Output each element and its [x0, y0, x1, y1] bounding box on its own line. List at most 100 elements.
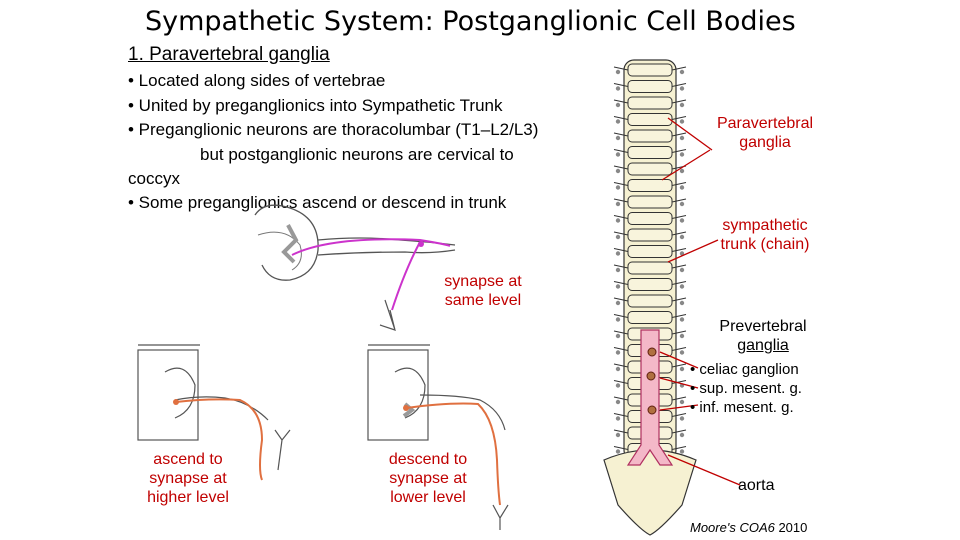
vertebra	[627, 63, 673, 77]
chain-ganglion	[679, 201, 685, 207]
chain-ganglion	[679, 267, 685, 273]
chain-ganglion	[679, 449, 685, 454]
chain-ganglion	[615, 350, 621, 355]
chain-ganglion	[679, 300, 685, 306]
chain-ganglion	[615, 152, 621, 157]
chain-ganglion	[679, 135, 685, 141]
chain-ganglion	[679, 284, 685, 289]
chain-ganglion	[615, 251, 621, 256]
cross-section-descend	[367, 344, 509, 530]
chain-ganglion	[615, 383, 621, 388]
chain-ganglion	[615, 300, 621, 306]
transverse-process	[613, 396, 687, 401]
vertebra	[627, 195, 673, 209]
transverse-process	[613, 99, 687, 104]
transverse-process	[613, 429, 687, 434]
chain-ganglion	[679, 350, 685, 355]
chain-ganglion	[679, 234, 685, 240]
chain-ganglion	[615, 416, 621, 421]
chain-ganglion	[679, 333, 685, 339]
chain-ganglion	[679, 152, 685, 157]
inf-mesent-ganglion-dot	[647, 405, 657, 415]
transverse-process	[613, 215, 687, 219]
bullet-line-5: coccyx	[128, 169, 180, 188]
chain-ganglion	[615, 86, 621, 91]
aorta-vessel	[626, 329, 674, 466]
transverse-process	[613, 330, 687, 335]
transverse-process	[613, 149, 687, 153]
chain-ganglion	[679, 102, 685, 108]
chain-ganglion	[615, 135, 621, 141]
chain-ganglion	[615, 218, 621, 223]
chain-ganglion	[615, 168, 621, 174]
vertebra	[627, 146, 673, 159]
vertebra	[627, 96, 673, 110]
chain-ganglion	[615, 201, 621, 207]
chain-ganglion	[615, 185, 621, 190]
citation: Moore's COA6 2010	[690, 520, 808, 535]
vertebra	[627, 278, 673, 291]
cross-section-ascend	[137, 344, 291, 481]
transverse-process	[613, 231, 687, 236]
transverse-process	[613, 83, 687, 87]
chain-ganglion	[679, 218, 685, 223]
prev-item-celiac: • celiac ganglion	[690, 361, 799, 378]
chain-ganglion	[615, 102, 621, 108]
bullet-line-4: but postganglionic neurons are cervical …	[200, 145, 514, 164]
transverse-process	[613, 297, 687, 302]
vertebra	[627, 212, 673, 225]
transverse-process	[613, 66, 687, 71]
pointer-lines	[659, 117, 741, 486]
chain-ganglion	[679, 317, 685, 322]
chain-ganglion	[615, 449, 621, 454]
transverse-process	[613, 347, 687, 351]
sup-mesent-ganglion-dot	[646, 371, 656, 381]
transverse-process	[613, 363, 687, 368]
prev-item-sup-mesent: • sup. mesent. g.	[690, 380, 802, 397]
chain-ganglion	[615, 234, 621, 240]
vertebra	[627, 179, 673, 192]
chain-ganglion	[679, 399, 685, 405]
prevertebral-ganglia-list: • celiac ganglion • sup. mesent. g. • in…	[690, 360, 802, 417]
chain-ganglion	[679, 432, 685, 438]
chain-ganglion	[679, 69, 685, 75]
vertebra	[627, 80, 673, 93]
vertebra	[627, 228, 673, 242]
label-aorta: aorta	[738, 477, 775, 494]
slide-title: Sympathetic System: Postganglionic Cell …	[145, 6, 796, 37]
bullet-line-3: • Preganglionic neurons are thoracolumba…	[128, 120, 539, 139]
transverse-process	[613, 198, 687, 203]
transverse-process	[613, 446, 687, 450]
celiac-ganglion-dot	[647, 347, 657, 357]
vertebra	[627, 245, 673, 258]
transverse-process	[613, 314, 687, 318]
chain-ganglion	[615, 317, 621, 322]
bullet-line-2: • United by preganglionics into Sympathe…	[128, 96, 503, 115]
chain-ganglion	[615, 284, 621, 289]
chain-ganglion	[679, 168, 685, 174]
chain-ganglion	[615, 69, 621, 75]
chain-ganglion	[679, 251, 685, 256]
chain-ganglion	[615, 399, 621, 405]
transverse-process	[613, 413, 687, 417]
vertebra	[627, 311, 673, 324]
bullet-line-1: • Located along sides of vertebrae	[128, 71, 386, 90]
chain-ganglion	[679, 416, 685, 421]
chain-ganglion	[615, 432, 621, 438]
transverse-process	[613, 182, 687, 186]
chain-ganglion	[615, 366, 621, 372]
vertebral-column	[603, 59, 697, 536]
vertebra	[627, 261, 673, 275]
cross-section-same-level	[254, 204, 456, 331]
chain-ganglion	[615, 119, 621, 124]
chain-ganglion	[615, 267, 621, 273]
vertebra	[627, 113, 673, 126]
prev-item-inf-mesent: • inf. mesent. g.	[690, 399, 794, 416]
transverse-process	[613, 116, 687, 120]
